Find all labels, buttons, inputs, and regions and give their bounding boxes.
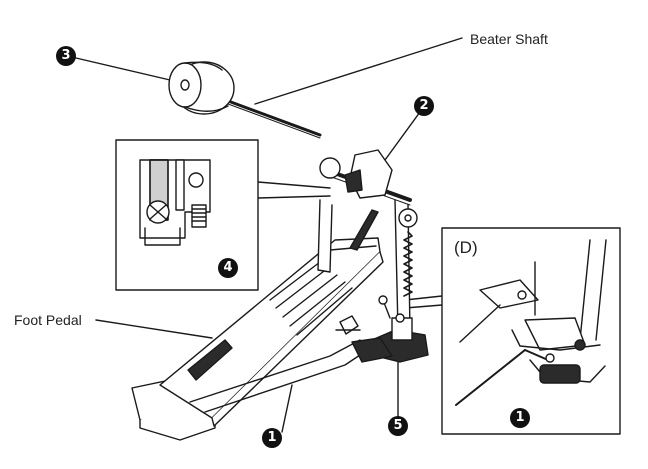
callout-4-badge: 4 xyxy=(218,258,238,278)
callout-5-badge: 5 xyxy=(388,416,408,436)
detail-d-box xyxy=(441,227,621,435)
callout-2-badge: 2 xyxy=(414,96,434,116)
callout-1-detail-badge: 1 xyxy=(510,408,530,428)
beater xyxy=(168,61,322,139)
callout-3-badge: 3 xyxy=(56,46,76,66)
pedal-body xyxy=(131,149,429,441)
foot-pedal-label: Foot Pedal xyxy=(14,312,82,328)
detail-d-label: (D) xyxy=(454,238,478,257)
callout-1-badge: 1 xyxy=(262,428,282,448)
leader-lines xyxy=(75,37,521,433)
beater-shaft-label: Beater Shaft xyxy=(470,31,548,47)
clamp-detail-box xyxy=(115,139,259,291)
